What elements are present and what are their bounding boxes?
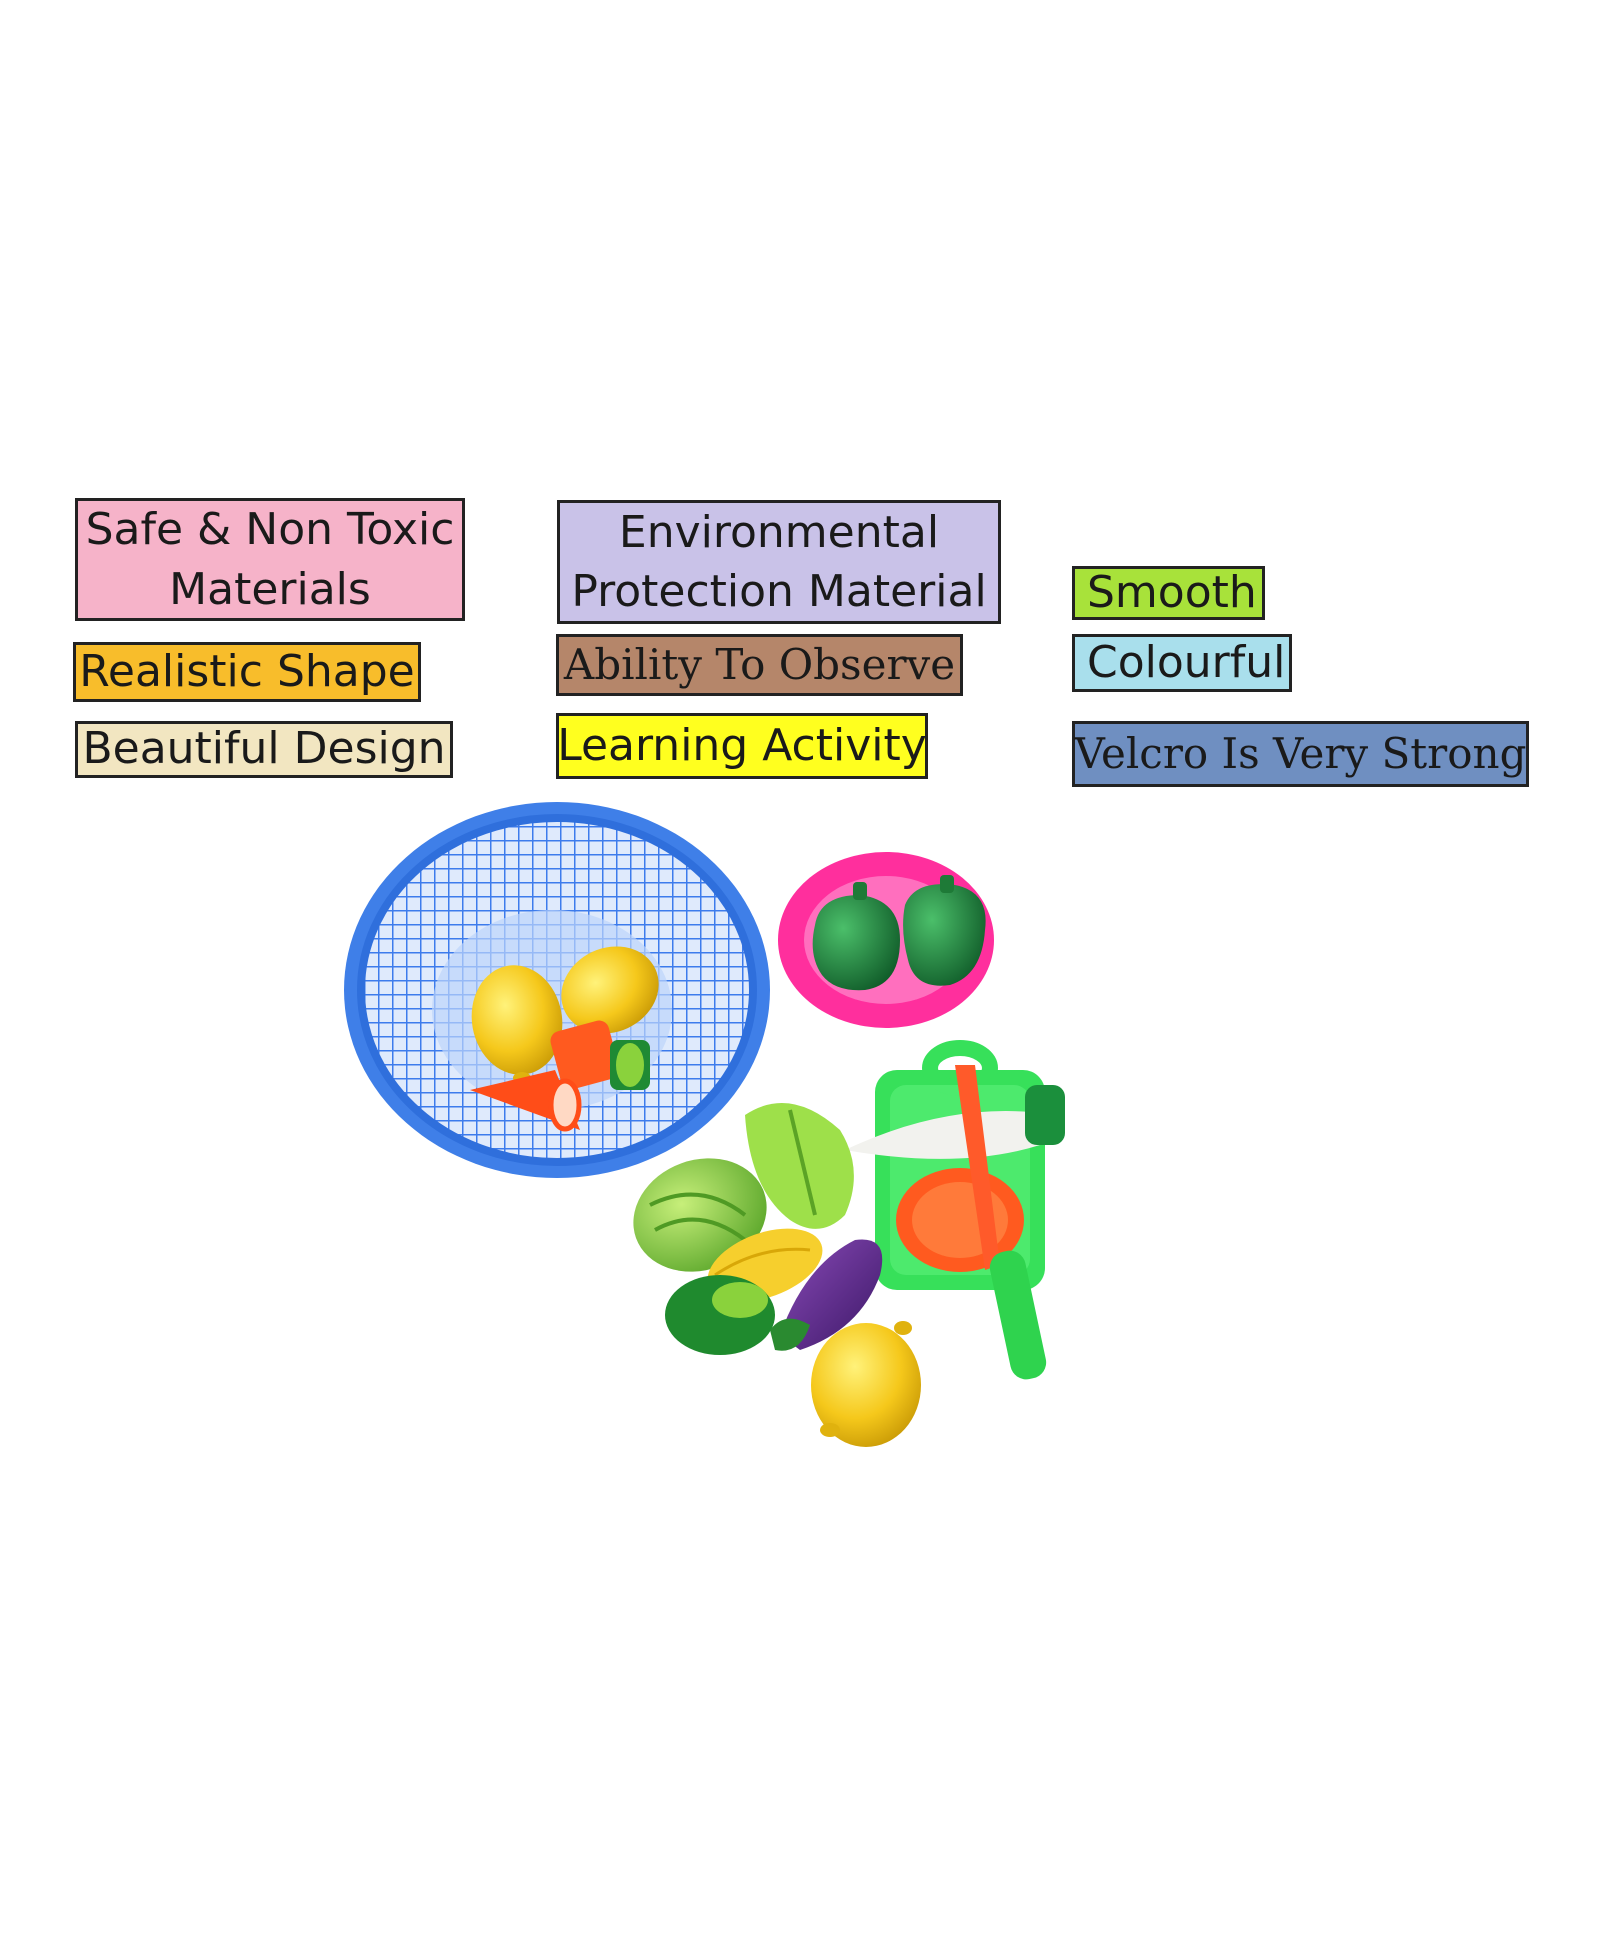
label-observe-text: Ability To Observe	[563, 639, 956, 689]
label-environmental-line2: Protection Material	[571, 566, 987, 617]
label-safe-line1: Safe & Non Toxic	[85, 504, 455, 556]
label-safe-line2: Materials	[169, 563, 371, 615]
green-apple	[745, 1103, 854, 1229]
green-pepper-left	[812, 882, 900, 991]
lemon-bottom	[811, 1321, 921, 1447]
label-realistic-shape: Realistic Shape	[73, 642, 421, 702]
cabbage	[633, 1158, 767, 1272]
carrot-tip	[470, 1070, 582, 1132]
label-smooth-text: Smooth	[1087, 566, 1257, 618]
label-learning-activity: Learning Activity	[556, 713, 928, 779]
label-smooth: Smooth	[1072, 566, 1265, 620]
label-colourful-text: Colourful	[1087, 636, 1286, 688]
label-environmental-protection: Environmental Protection Material	[557, 500, 1001, 624]
toy-knife	[955, 1065, 1047, 1380]
label-velcro-strong: Velcro Is Very Strong	[1072, 721, 1529, 787]
label-environmental-line1: Environmental	[618, 506, 940, 558]
white-radish	[845, 1085, 1065, 1159]
label-beautiful-design: Beautiful Design	[75, 721, 453, 778]
label-beautiful-text: Beautiful Design	[82, 723, 446, 775]
label-velcro-text: Velcro Is Very Strong	[1074, 728, 1527, 778]
green-pepper-right	[903, 875, 986, 986]
lemon-right	[561, 946, 659, 1034]
label-realistic-text: Realistic Shape	[79, 645, 415, 697]
label-ability-to-observe: Ability To Observe	[556, 634, 963, 696]
green-squash	[665, 1275, 775, 1355]
label-colourful: Colourful	[1072, 634, 1292, 692]
eggplant	[770, 1239, 883, 1351]
label-learning-text: Learning Activity	[557, 719, 927, 771]
carrot-piece	[550, 1020, 650, 1090]
label-safe-non-toxic: Safe & Non Toxic Materials	[75, 498, 465, 621]
